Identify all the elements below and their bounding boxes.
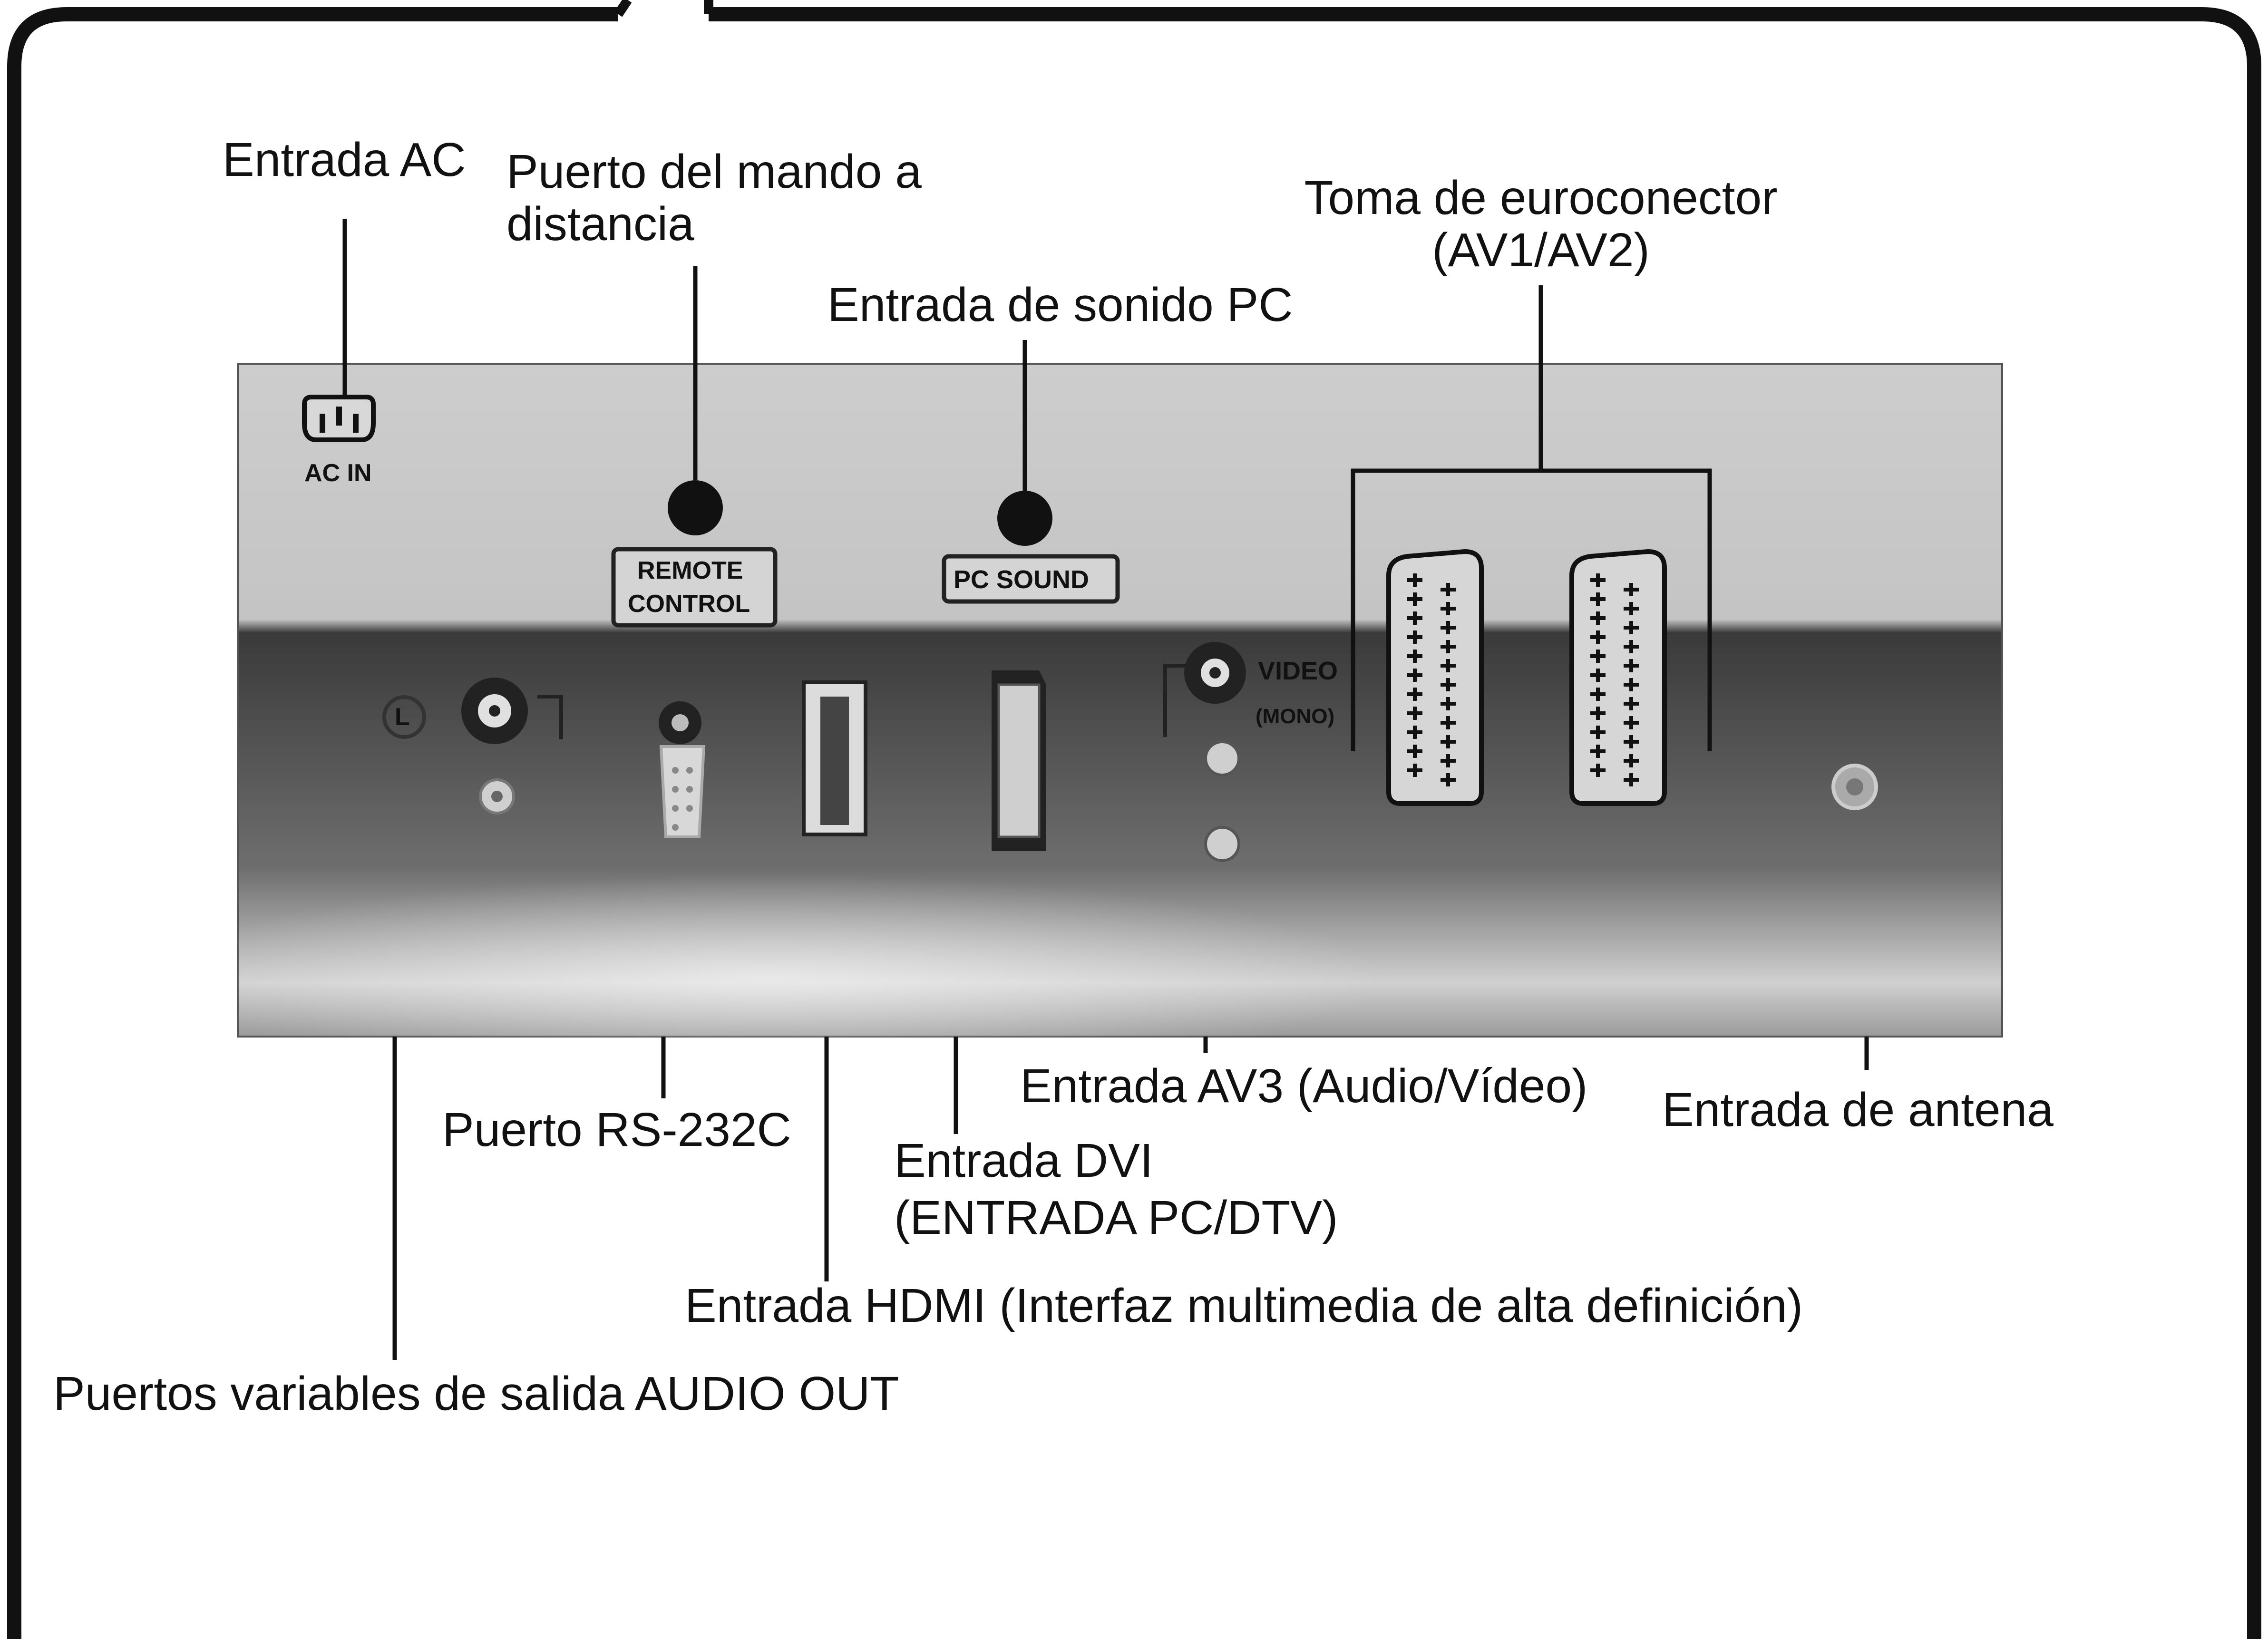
scart-pin [1446, 602, 1450, 615]
scart-pin [1446, 678, 1450, 691]
scart-pin [1413, 573, 1417, 587]
remote-control-line1: REMOTE [637, 557, 743, 584]
scart-pin [1596, 669, 1600, 682]
scart-pin [1413, 764, 1417, 777]
dvi-port-icon [992, 670, 1046, 851]
scart-pin [1446, 773, 1450, 786]
scart-pin [1596, 707, 1600, 720]
pc-sound-label: PC SOUND [954, 565, 1090, 594]
scart-pin [1596, 611, 1600, 625]
video-label: VIDEO [1258, 657, 1338, 685]
remote-jack-icon [668, 480, 723, 535]
label-audio-out: Puertos variables de salida AUDIO OUT [53, 1367, 899, 1420]
scart-pin [1413, 707, 1417, 720]
scart-pin [1629, 621, 1633, 634]
scart-pin [1596, 573, 1600, 587]
scart-pin [1413, 630, 1417, 644]
label-remote-port-line1: Puerto del mando a [506, 145, 922, 198]
scart-pin [1446, 735, 1450, 748]
scart-pin [1446, 659, 1450, 672]
scart-bracket [1351, 468, 1712, 751]
scart-pin [1413, 688, 1417, 701]
scart-pin [1446, 583, 1450, 596]
scart-pin [1596, 726, 1600, 739]
mono-label: (MONO) [1256, 705, 1335, 728]
scart-pin [1596, 630, 1600, 644]
scart-pin [1413, 611, 1417, 625]
scart-pin [1629, 583, 1633, 596]
hdmi-port-icon [802, 680, 867, 836]
pc-sound-jack-icon [997, 491, 1052, 546]
ac-in-socket-icon [302, 395, 376, 442]
scart-pin [1629, 602, 1633, 615]
scart-pin [1446, 754, 1450, 767]
av3-jacks-icon [1163, 642, 1246, 862]
scart-pin [1413, 650, 1417, 663]
label-dvi-line2: (ENTRADA PC/DTV) [894, 1191, 1338, 1244]
scart-pin [1629, 678, 1633, 691]
scart-pin [1596, 688, 1600, 701]
scart-pin [1629, 773, 1633, 786]
scart-pin [1596, 745, 1600, 758]
scart-pin [1629, 659, 1633, 672]
label-scart-line1: Toma de euroconector [1304, 171, 1778, 224]
label-rs232c-port: Puerto RS-232C [442, 1103, 791, 1156]
scart-pin [1629, 754, 1633, 767]
scart-pins [1407, 573, 1639, 786]
scart-pin [1413, 592, 1417, 606]
remote-control-line2: CONTROL [628, 590, 750, 618]
scart-pin [1446, 716, 1450, 729]
rs232c-port-icon [659, 701, 706, 838]
audio-out-jacks-icon [382, 678, 563, 815]
scart-pin [1629, 716, 1633, 729]
ac-in-label: AC IN [304, 459, 372, 487]
left-channel-label: L [395, 703, 410, 731]
outer-frame-right [709, 7, 2261, 1639]
label-av3-input: Entrada AV3 (Audio/Vídeo) [1020, 1059, 1588, 1113]
scart-pin [1596, 592, 1600, 606]
scart-pin [1629, 735, 1633, 748]
label-scart-line2: (AV1/AV2) [1432, 223, 1650, 277]
scart-pin [1629, 697, 1633, 710]
scart-pin [1413, 745, 1417, 758]
scart-av1-icon [1386, 549, 1484, 806]
outer-frame [7, 7, 618, 1639]
scart-pin [1446, 621, 1450, 634]
scart-pin [1413, 669, 1417, 682]
leader-lines [342, 219, 1869, 1360]
scart-pin [1446, 697, 1450, 710]
label-pc-sound-input: Entrada de sonido PC [827, 278, 1293, 331]
label-ac-input: Entrada AC [223, 133, 466, 186]
scart-pin [1629, 640, 1633, 653]
label-remote-port-line2: distancia [506, 197, 694, 251]
label-antenna-input: Entrada de antena [1662, 1083, 2054, 1136]
scart-pin [1413, 726, 1417, 739]
label-dvi-line1: Entrada DVI [894, 1134, 1153, 1187]
scart-pin [1596, 650, 1600, 663]
antenna-input-icon [1831, 764, 1878, 810]
scart-pin [1596, 764, 1600, 777]
label-hdmi-input: Entrada HDMI (Interfaz multimedia de alt… [685, 1279, 1803, 1332]
scart-av2-icon [1569, 549, 1667, 806]
scart-pin [1446, 640, 1450, 653]
